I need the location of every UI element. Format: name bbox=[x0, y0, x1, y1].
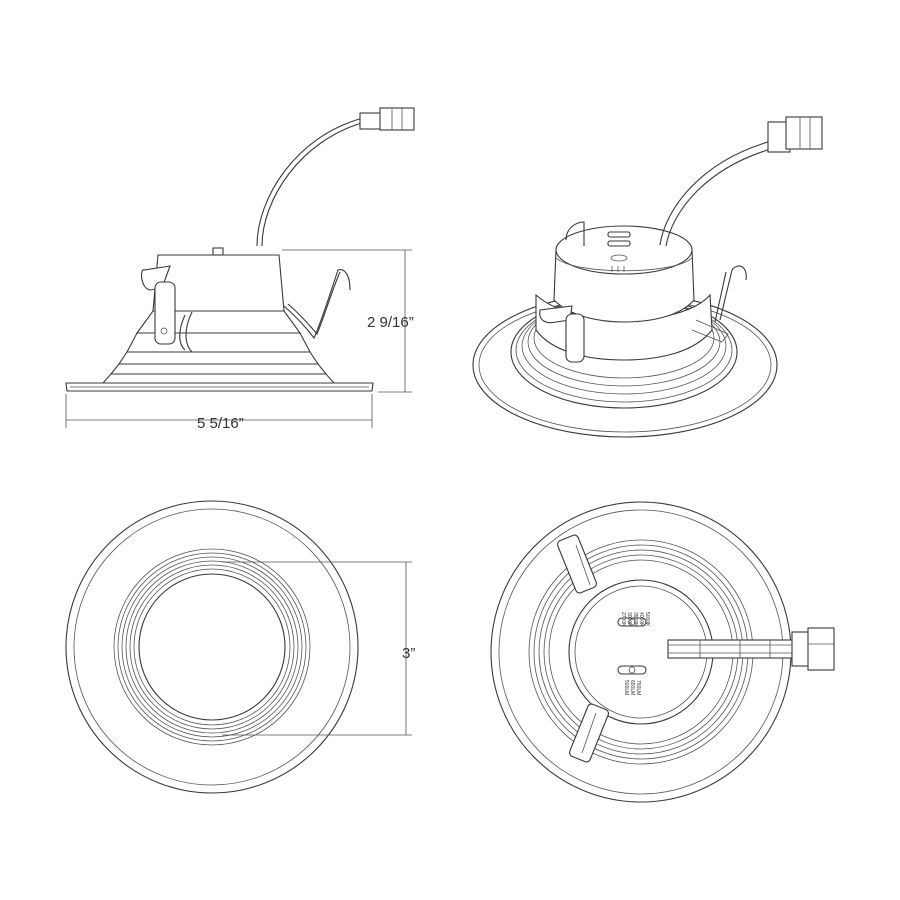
cct-label: 3500K bbox=[632, 612, 638, 627]
lumen-label: 750LM bbox=[635, 680, 641, 695]
perspective-switches bbox=[607, 231, 631, 272]
front-view-trim bbox=[65, 500, 359, 794]
aperture-dimension-label: 3” bbox=[402, 645, 415, 662]
height-dimension-label: 2 9/16” bbox=[367, 314, 414, 331]
front-view-aperture bbox=[138, 573, 286, 721]
side-view-baffle bbox=[101, 332, 336, 384]
cct-label: 4000K bbox=[638, 612, 644, 627]
lumen-label: 500LM bbox=[623, 680, 629, 695]
back-view-lower-clip bbox=[568, 703, 610, 763]
height-dimension bbox=[282, 249, 412, 393]
width-dimension bbox=[65, 394, 373, 428]
width-dimension-label: 5 5/16” bbox=[197, 415, 244, 432]
perspective-view bbox=[472, 116, 823, 438]
perspective-back-clip bbox=[565, 221, 585, 246]
lumen-switch-labels: 500LM 650LM 750LM bbox=[623, 680, 641, 695]
cct-switch bbox=[617, 617, 647, 627]
perspective-connector bbox=[767, 116, 823, 153]
side-view: 2 9/16” 5 5/16” bbox=[65, 107, 415, 432]
cct-label: 2700K bbox=[620, 612, 626, 627]
cct-label: 3000K bbox=[626, 612, 632, 627]
back-view-wire-harness bbox=[667, 627, 835, 671]
side-view-wire bbox=[261, 121, 366, 247]
side-view-connector bbox=[359, 107, 415, 131]
side-view-left-clip bbox=[140, 265, 193, 353]
lumen-switch bbox=[617, 665, 647, 675]
cct-switch-labels: 2700K 3000K 3500K 4000K 5000K bbox=[620, 612, 650, 627]
back-view: 2700K 3000K 3500K 4000K 5000K 500LM 650L… bbox=[490, 501, 835, 803]
front-view-baffle-rings bbox=[113, 548, 311, 746]
cct-label: 5000K bbox=[644, 612, 650, 627]
back-view-upper-clip bbox=[556, 534, 598, 594]
perspective-front-clip bbox=[539, 305, 585, 363]
lumen-label: 650LM bbox=[629, 680, 635, 695]
perspective-wire bbox=[659, 139, 776, 246]
front-view: 3” bbox=[65, 500, 415, 794]
side-view-right-clip bbox=[283, 269, 351, 340]
aperture-dimension bbox=[222, 561, 412, 736]
